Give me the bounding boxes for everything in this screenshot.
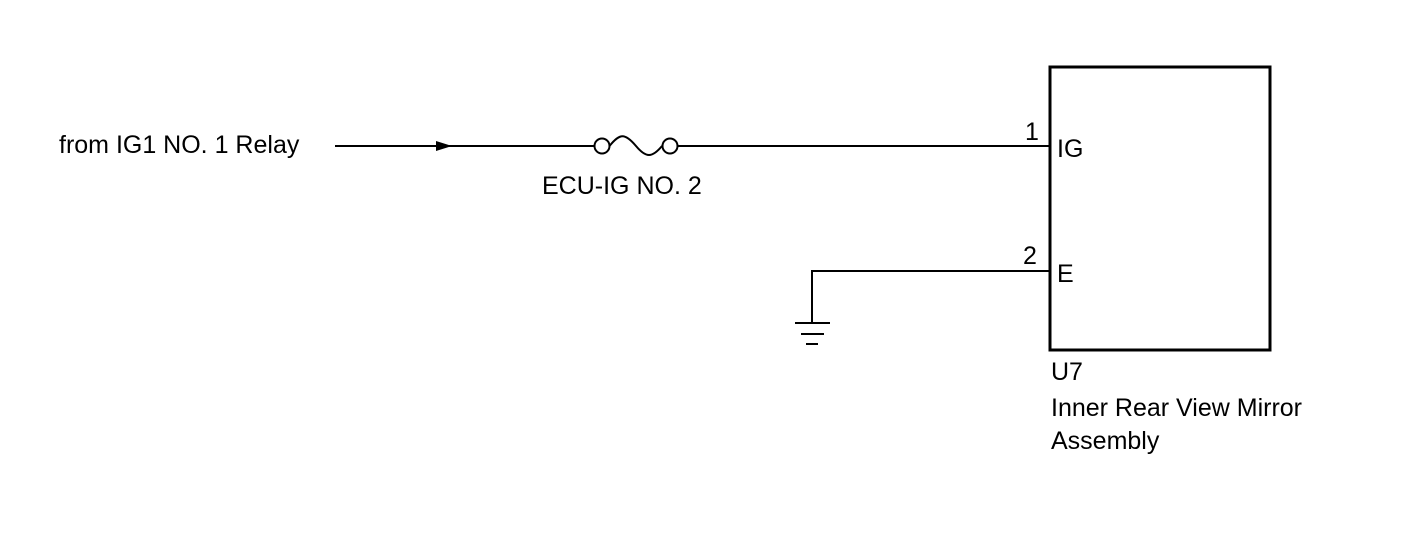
component-box	[1048, 65, 1272, 352]
pin-1-name: IG	[1057, 135, 1084, 163]
pin-1-number: 1	[1025, 118, 1039, 146]
pin-2-name: E	[1057, 260, 1074, 288]
direction-arrow-icon	[436, 141, 452, 151]
component-code: U7	[1051, 358, 1083, 386]
ground-icon	[795, 322, 830, 345]
ground-wire	[811, 270, 1050, 323]
pin-2-number: 2	[1023, 242, 1037, 270]
source-label: from IG1 NO. 1 Relay	[59, 131, 300, 159]
fuse-icon	[593, 135, 679, 156]
fuse-label: ECU-IG NO. 2	[542, 172, 702, 200]
component-name: Inner Rear View Mirror Assembly	[1051, 394, 1303, 455]
